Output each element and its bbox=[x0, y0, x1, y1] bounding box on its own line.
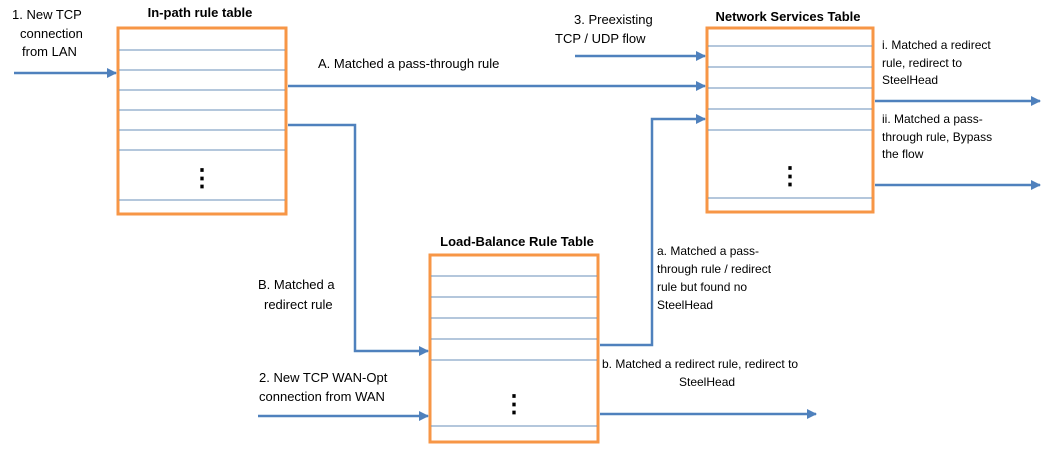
label-new-tcp-lan: 1. New TCP connection from LAN bbox=[12, 7, 87, 59]
label-preexisting-flow: 3. Preexisting TCP / UDP flow bbox=[555, 12, 656, 46]
label-lb-no-steelhead-a: a. Matched a pass- through rule / redire… bbox=[657, 244, 774, 312]
label-redirect-b: B. Matched a redirect rule bbox=[258, 277, 338, 312]
label-ns-bypass-ii: ii. Matched a pass- through rule, Bypass… bbox=[882, 112, 995, 161]
load-balance-ellipsis: ⋮ bbox=[502, 391, 526, 418]
inpath-table-title: In-path rule table bbox=[148, 5, 253, 20]
load-balance-table-title: Load-Balance Rule Table bbox=[440, 234, 594, 249]
arrow-no-steelhead-to-network-services bbox=[600, 114, 706, 347]
network-services-table-title: Network Services Table bbox=[716, 9, 861, 24]
label-new-tcp-wan: 2. New TCP WAN-Opt connection from WAN bbox=[259, 370, 391, 404]
inpath-ellipsis: ⋮ bbox=[190, 165, 214, 192]
network-services-table: ⋮ bbox=[705, 26, 875, 214]
label-passthrough-a: A. Matched a pass-through rule bbox=[318, 56, 499, 71]
load-balance-rule-table: ⋮ bbox=[428, 253, 600, 444]
inpath-rule-table: ⋮ bbox=[116, 26, 288, 216]
label-ns-redirect-i: i. Matched a redirect rule, redirect to … bbox=[882, 38, 994, 87]
network-services-ellipsis: ⋮ bbox=[778, 163, 802, 190]
arrow-redirect-to-load-balance bbox=[288, 123, 429, 356]
label-lb-redirect-b: b. Matched a redirect rule, redirect to … bbox=[602, 357, 801, 389]
